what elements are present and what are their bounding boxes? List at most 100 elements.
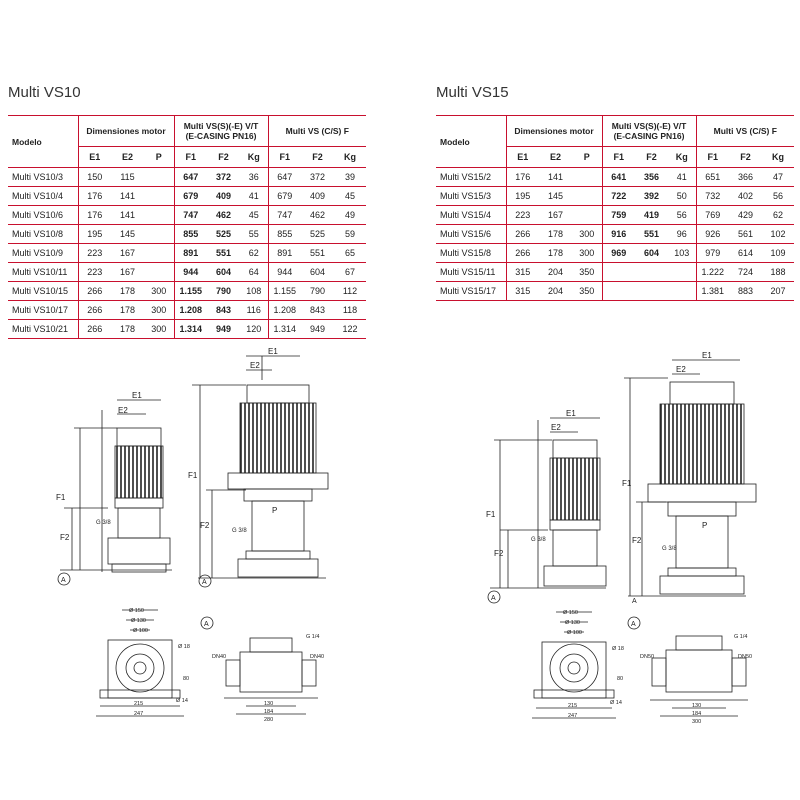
col-e1: E1: [77, 146, 111, 168]
cell: [572, 205, 603, 225]
cell: 266: [77, 281, 111, 301]
vs15-small-label-f2: F2: [494, 549, 504, 558]
cell: 45: [240, 205, 269, 225]
cell: 96: [668, 224, 697, 244]
cell: 223: [77, 262, 111, 282]
cell-model: Multi VS10/15: [8, 281, 78, 301]
cell: 1.314: [267, 319, 302, 339]
cell: 188: [762, 262, 795, 282]
cell: 402: [729, 186, 763, 206]
col-f2: F2: [301, 146, 335, 168]
cell: 747: [267, 205, 302, 225]
col-kg: Kg: [240, 146, 269, 168]
vs15-large-label-f1: F1: [622, 479, 632, 488]
cell: 204: [539, 262, 572, 282]
cell: [668, 262, 697, 282]
col-f1: F1: [173, 146, 208, 168]
col-multi-vs-f: Multi VS (C/S) F: [695, 115, 795, 147]
col-ev-line2: (E-CASING PN16): [185, 131, 257, 141]
vs15-small-label-f1: F1: [486, 510, 496, 519]
vs15-label-215: 215: [568, 703, 577, 709]
cell: 1.222: [695, 262, 730, 282]
vs15-base-plan: [532, 611, 616, 719]
vs15-label-d130: Ø 130: [565, 620, 580, 626]
cell: 916: [601, 224, 636, 244]
vs10-side-label-a: A: [204, 621, 209, 628]
cell: 350: [572, 262, 603, 282]
col-multi-vs-ev: Multi VS(S)(-E) V/T(E-CASING PN16): [601, 115, 697, 147]
col-multi-vs-ev: Multi VS(S)(-E) V/T(E-CASING PN16): [173, 115, 269, 147]
cell: 176: [77, 186, 111, 206]
vs10-label-g14: G 1/4: [306, 634, 319, 640]
vs15-side-label-a: A: [631, 621, 636, 628]
col-f2: F2: [729, 146, 763, 168]
cell: 176: [77, 205, 111, 225]
cell: 141: [111, 205, 144, 225]
vs10-large-label-e1: E1: [268, 347, 278, 356]
vs15-label-300: 300: [692, 719, 701, 725]
cell: 116: [240, 300, 269, 320]
cell: 176: [505, 167, 539, 187]
cell: 1.381: [695, 281, 730, 301]
cell: 372: [301, 167, 335, 187]
cell: 551: [207, 243, 241, 263]
cell: 350: [572, 281, 603, 301]
col-p: P: [144, 146, 175, 168]
cell-model: Multi VS15/3: [436, 186, 506, 206]
vs15-label-d14: Ø 14: [610, 700, 622, 706]
cell: 145: [111, 224, 144, 244]
cell: 1.208: [267, 300, 302, 320]
cell: 145: [539, 186, 572, 206]
cell-model: Multi VS10/3: [8, 167, 78, 187]
cell: [144, 243, 175, 263]
cell-model: Multi VS10/9: [8, 243, 78, 263]
col-kg: Kg: [334, 146, 367, 168]
cell: 108: [240, 281, 269, 301]
cell: 614: [729, 243, 763, 263]
vs10-small-label-f2: F2: [60, 533, 70, 542]
vs15-label-184: 184: [692, 711, 701, 717]
cell-model: Multi VS10/4: [8, 186, 78, 206]
vs10-label-130: 130: [264, 701, 273, 707]
col-dimensiones-motor: Dimensiones motor: [77, 115, 175, 147]
cell: 315: [505, 262, 539, 282]
vs10-label-d100: Ø 100: [133, 628, 148, 634]
vs15-side-view: [650, 635, 748, 717]
vs15-small-label-e2: E2: [551, 423, 561, 432]
cell: 300: [572, 243, 603, 263]
cell: [144, 186, 175, 206]
cell: 891: [173, 243, 208, 263]
cell: [572, 186, 603, 206]
cell: 122: [334, 319, 367, 339]
vs10-label-dn40-right: DN40: [310, 654, 324, 660]
cell: 41: [240, 186, 269, 206]
cell: 604: [207, 262, 241, 282]
cell-model: Multi VS15/4: [436, 205, 506, 225]
cell: 769: [695, 205, 730, 225]
vs15-large-label-e1: E1: [702, 351, 712, 360]
cell: 178: [111, 300, 144, 320]
cell: 56: [762, 186, 795, 206]
cell: 300: [144, 300, 175, 320]
cell: 300: [144, 319, 175, 339]
cell: 392: [635, 186, 669, 206]
cell: 409: [207, 186, 241, 206]
cell: 109: [762, 243, 795, 263]
cell: 36: [240, 167, 269, 187]
cell: 102: [762, 224, 795, 244]
col-f2: F2: [207, 146, 241, 168]
vs10-label-184: 184: [264, 709, 273, 715]
vs10-label-d130: Ø 130: [131, 618, 146, 624]
cell: 167: [111, 262, 144, 282]
vs15-label-130: 130: [692, 703, 701, 709]
vs10-small-pump: [60, 399, 172, 573]
vs10-title: Multi VS10: [8, 84, 81, 101]
